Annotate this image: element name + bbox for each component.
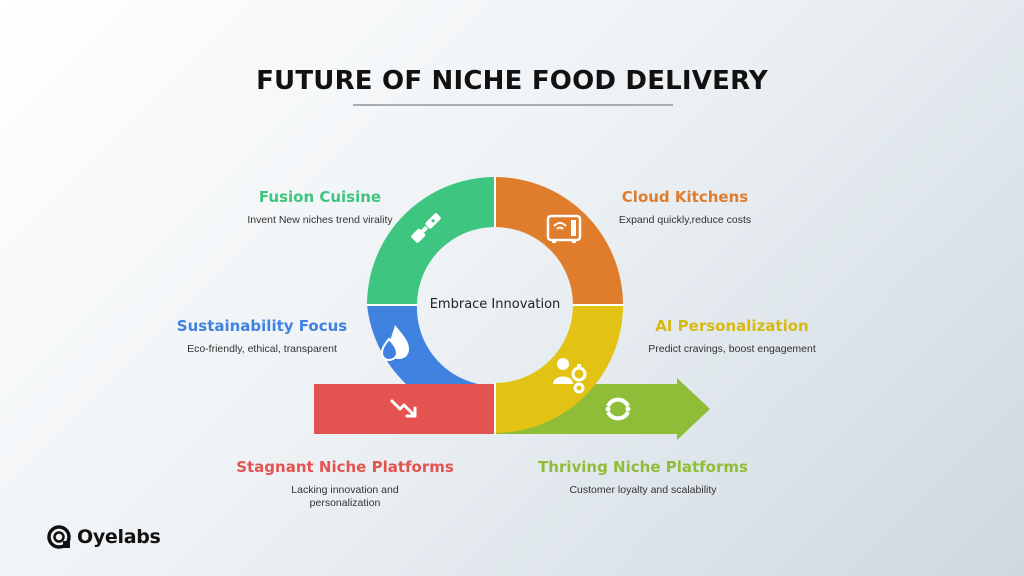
- trend-down-icon: [390, 399, 417, 418]
- cycle-icon: [605, 397, 631, 421]
- label-ai-personalization: AI Personalization Predict cravings, boo…: [622, 317, 842, 356]
- stagnant-bar: [314, 384, 495, 434]
- cloud-kitchens-heading: Cloud Kitchens: [621, 188, 749, 206]
- segment-fusion-cuisine: [367, 177, 495, 305]
- leaf-drops-icon: [380, 325, 409, 362]
- tool-icon: [411, 213, 441, 243]
- stagnant-subtext: Lacking innovation and personalization: [291, 484, 399, 509]
- ai-personalization-subtext: Predict cravings, boost engagement: [648, 343, 816, 355]
- label-thriving-platforms: Thriving Niche Platforms Customer loyalt…: [518, 458, 768, 497]
- stagnant-heading: Stagnant Niche Platforms: [236, 458, 454, 476]
- fusion-cuisine-heading: Fusion Cuisine: [258, 188, 382, 206]
- brand-name: Oyelabs: [77, 526, 161, 548]
- thriving-subtext: Customer loyalty and scalability: [569, 484, 717, 496]
- cloud-kitchens-subtext: Expand quickly,reduce costs: [618, 214, 752, 226]
- label-fusion-cuisine: Fusion Cuisine Invent New niches trend v…: [210, 188, 430, 227]
- page-title: FUTURE OF NICHE FOOD DELIVERY: [256, 66, 768, 96]
- sustainability-subtext: Eco-friendly, ethical, transparent: [187, 343, 337, 355]
- ai-personalization-heading: AI Personalization: [655, 317, 809, 335]
- label-cloud-kitchens: Cloud Kitchens Expand quickly,reduce cos…: [575, 188, 795, 227]
- microwave-icon: [546, 214, 582, 243]
- fusion-cuisine-subtext: Invent New niches trend virality: [247, 214, 393, 226]
- center-label: Embrace Innovation: [429, 297, 561, 312]
- ai-gears-icon: [553, 358, 587, 394]
- sustainability-heading: Sustainability Focus: [176, 317, 348, 335]
- thriving-heading: Thriving Niche Platforms: [538, 458, 748, 476]
- segment-sustainability: [367, 305, 478, 384]
- title-underline: [353, 104, 673, 106]
- brand-logo: Oyelabs: [46, 524, 161, 550]
- label-sustainability-focus: Sustainability Focus Eco-friendly, ethic…: [152, 317, 372, 356]
- oyelabs-logo-icon: [47, 525, 71, 549]
- label-stagnant-platforms: Stagnant Niche Platforms Lacking innovat…: [220, 458, 470, 510]
- segment-ai-personalization: [495, 305, 623, 433]
